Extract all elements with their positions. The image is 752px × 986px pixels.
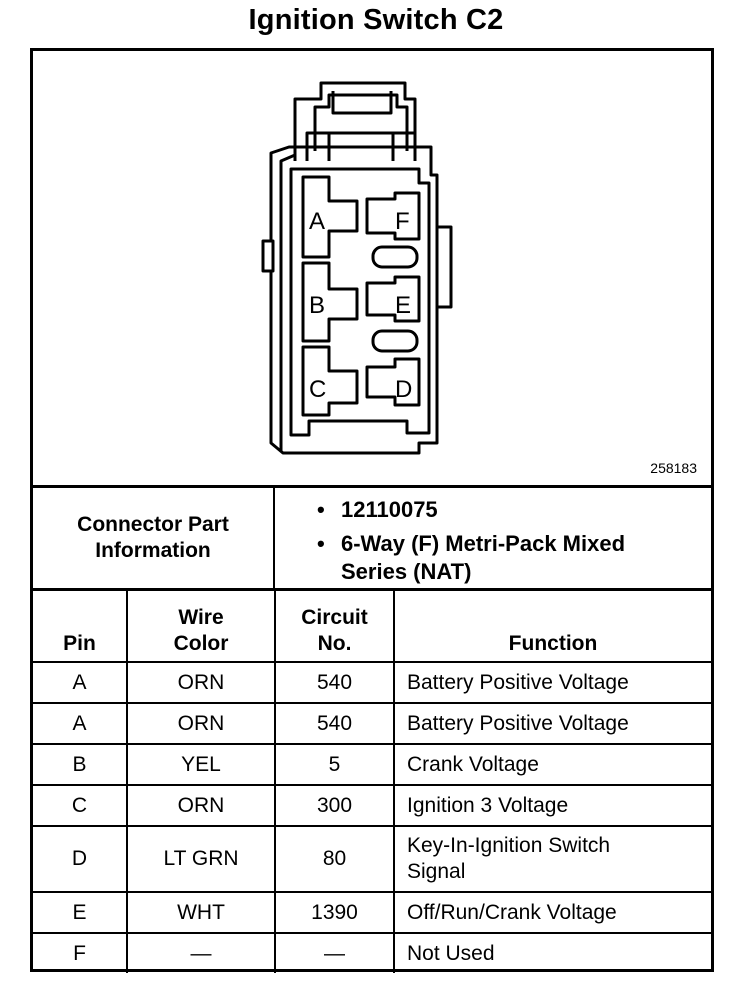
pin-label-b: B — [309, 292, 325, 319]
table-row: D LT GRN 80 Key-In-Ignition Switch Signa… — [33, 825, 711, 893]
table-row: E WHT 1390 Off/Run/Crank Voltage — [33, 891, 711, 934]
cell-wire: WHT — [126, 891, 276, 934]
pin-table: Pin Wire Color Circuit No. Function A OR… — [33, 591, 711, 973]
pin-label-c: C — [309, 376, 326, 403]
cell-circuit: — — [274, 932, 395, 973]
part-number: 12110075 — [317, 496, 671, 524]
cell-circuit: 1390 — [274, 891, 395, 934]
header-function: Function — [393, 591, 711, 663]
cell-wire: LT GRN — [126, 825, 276, 893]
cell-wire: ORN — [126, 702, 276, 745]
cell-function: Not Used — [393, 932, 711, 973]
figure-id: 258183 — [650, 460, 697, 476]
cell-function: Ignition 3 Voltage — [393, 784, 711, 827]
cell-function: Crank Voltage — [393, 743, 711, 786]
cell-function: Key-In-Ignition Switch Signal — [393, 825, 711, 893]
cell-circuit: 540 — [274, 661, 395, 704]
part-info-label-line2: Information — [95, 539, 211, 562]
table-row: C ORN 300 Ignition 3 Voltage — [33, 784, 711, 827]
part-description: 6-Way (F) Metri-Pack Mixed Series (NAT) — [317, 530, 671, 586]
cell-pin: A — [33, 661, 128, 704]
header-wire-color: Wire Color — [126, 591, 276, 663]
part-info-list: 12110075 6-Way (F) Metri-Pack Mixed Seri… — [317, 496, 671, 592]
cell-pin: B — [33, 743, 128, 786]
cell-circuit: 5 — [274, 743, 395, 786]
cell-wire: ORN — [126, 661, 276, 704]
cell-circuit: 300 — [274, 784, 395, 827]
pin-label-e: E — [395, 292, 411, 319]
page-title: Ignition Switch C2 — [248, 4, 504, 36]
connector-part-info: Connector Part Information 12110075 6-Wa… — [33, 485, 711, 591]
header-wire-line2: Color — [173, 632, 229, 655]
cell-function: Battery Positive Voltage — [393, 661, 711, 704]
header-wire-line1: Wire — [178, 606, 224, 629]
table-row: A ORN 540 Battery Positive Voltage — [33, 702, 711, 745]
cell-pin: E — [33, 891, 128, 934]
cell-wire: ORN — [126, 784, 276, 827]
cell-pin: C — [33, 784, 128, 827]
part-info-label: Connector Part Information — [33, 488, 275, 588]
part-info-label-line1: Connector Part — [77, 513, 229, 536]
pin-label-a: A — [309, 208, 325, 235]
connector-drawing: A B C D E F — [261, 81, 453, 455]
cell-circuit: 80 — [274, 825, 395, 893]
header-circuit-line2: No. — [317, 632, 352, 655]
header-circuit-no: Circuit No. — [274, 591, 395, 663]
table-row: A ORN 540 Battery Positive Voltage — [33, 661, 711, 704]
header-pin: Pin — [33, 591, 128, 663]
table-row: F — — Not Used — [33, 932, 711, 973]
cell-function: Battery Positive Voltage — [393, 702, 711, 745]
cell-pin: F — [33, 932, 128, 973]
connector-frame: A B C D E F 258183 Connector Part Inform… — [30, 48, 714, 973]
cell-function: Off/Run/Crank Voltage — [393, 891, 711, 934]
pin-label-d: D — [395, 376, 412, 403]
cell-circuit: 540 — [274, 702, 395, 745]
connector-diagram: A B C D E F 258183 — [33, 51, 711, 485]
cell-wire: YEL — [126, 743, 276, 786]
cell-pin: D — [33, 825, 128, 893]
header-circuit-line1: Circuit — [301, 606, 368, 629]
pin-label-f: F — [395, 208, 410, 235]
table-row: B YEL 5 Crank Voltage — [33, 743, 711, 786]
pin-table-header: Pin Wire Color Circuit No. Function — [33, 591, 711, 663]
cell-pin: A — [33, 702, 128, 745]
cell-wire: — — [126, 932, 276, 973]
